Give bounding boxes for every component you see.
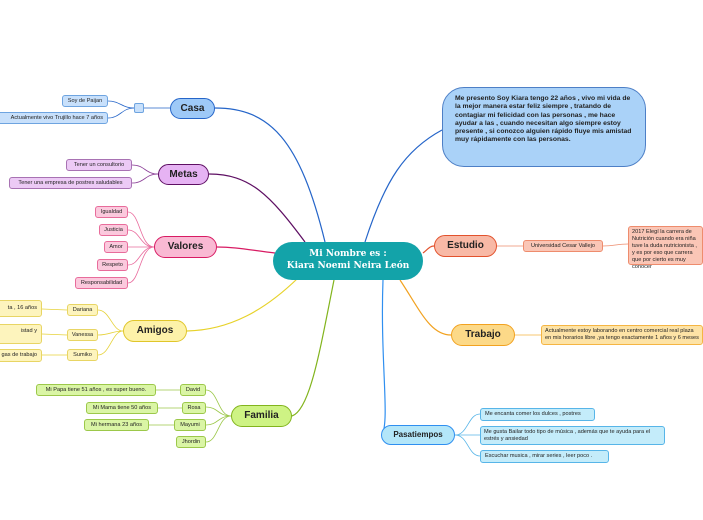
amigos-name-3-label: Sumiko bbox=[73, 351, 92, 358]
valores-item-4-label: Respeto bbox=[102, 261, 123, 268]
familia-name-3-label: Mayumi bbox=[180, 421, 200, 428]
topic-amigos[interactable]: Amigos bbox=[123, 320, 187, 342]
valores-item-5[interactable]: Responsabilidad bbox=[75, 277, 128, 289]
valores-item-3-label: Amor bbox=[109, 243, 123, 250]
link-estudio bbox=[422, 245, 435, 254]
familia-name-1[interactable]: David bbox=[180, 384, 206, 396]
pasatiempos-item-2[interactable]: Me gusta Bailar todo tipo de música , ad… bbox=[480, 426, 665, 445]
link-casa bbox=[214, 107, 326, 243]
link-bio bbox=[364, 129, 443, 243]
link-familia bbox=[291, 279, 335, 417]
casa-item-1-label: Soy de Paijan bbox=[67, 97, 103, 104]
familia-detail-3[interactable]: Mi hermana 23 años bbox=[84, 419, 149, 431]
trabajo-detail-label: Actualmente estoy laborando en centro co… bbox=[545, 328, 699, 341]
amigos-name-2[interactable]: Vanessa bbox=[67, 329, 98, 341]
familia-name-3[interactable]: Mayumi bbox=[174, 419, 206, 431]
central-topic[interactable]: Mi Nombre es : Kiara Noemi Neira León bbox=[273, 242, 423, 280]
amigos-name-1[interactable]: Dariana bbox=[67, 304, 98, 316]
amigos-detail-2-label: istad y bbox=[20, 328, 37, 334]
amigos-name-1-label: Dariana bbox=[72, 306, 93, 313]
trabajo-detail[interactable]: Actualmente estoy laborando en centro co… bbox=[541, 325, 703, 345]
topic-metas[interactable]: Metas bbox=[158, 164, 209, 185]
valores-item-3[interactable]: Amor bbox=[104, 241, 128, 253]
topic-trabajo-label: Trabajo bbox=[465, 329, 501, 341]
link-valores bbox=[216, 246, 276, 254]
valores-item-5-label: Responsabilidad bbox=[80, 279, 123, 286]
familia-detail-2-label: Mi Mama tiene 50 años bbox=[92, 404, 152, 411]
casa-item-2-label: Actualmente vivo Trujillo hace 7 años bbox=[10, 114, 103, 121]
topic-familia[interactable]: Familia bbox=[231, 405, 292, 427]
casa-item-1[interactable]: Soy de Paijan bbox=[62, 95, 108, 107]
topic-estudio[interactable]: Estudio bbox=[434, 235, 497, 257]
valores-item-2-label: Justicia bbox=[104, 226, 123, 233]
topic-casa[interactable]: Casa bbox=[170, 98, 215, 119]
pasatiempos-item-3[interactable]: Escuchar musica , mirar series , leer po… bbox=[480, 450, 609, 463]
familia-name-2[interactable]: Rosa bbox=[182, 402, 206, 414]
link-metas bbox=[208, 173, 306, 243]
pasatiempos-item-1[interactable]: Me encanta comer los dulces , postres bbox=[480, 408, 595, 421]
amigos-detail-1[interactable]: ta , 16 años bbox=[0, 300, 42, 317]
estudio-university-label: Universidad Cesar Vallejo bbox=[531, 242, 595, 249]
topic-valores[interactable]: Valores bbox=[154, 236, 217, 258]
topic-valores-label: Valores bbox=[167, 241, 204, 253]
valores-item-4[interactable]: Respeto bbox=[97, 259, 128, 271]
topic-casa-label: Casa bbox=[180, 102, 205, 114]
pasatiempos-item-3-label: Escuchar musica , mirar series , leer po… bbox=[485, 453, 593, 460]
bio-text: Me presento Soy Kiara tengo 22 años , vi… bbox=[455, 95, 632, 144]
link-trabajo bbox=[399, 279, 452, 336]
familia-detail-2[interactable]: Mi Mama tiene 50 años bbox=[86, 402, 158, 414]
amigos-detail-1-label: ta , 16 años bbox=[7, 305, 37, 312]
amigos-name-2-label: Vanessa bbox=[71, 331, 94, 338]
casa-item-2[interactable]: Actualmente vivo Trujillo hace 7 años bbox=[0, 112, 108, 124]
metas-item-2-label: Tener una empresa de postres saludables bbox=[18, 179, 123, 186]
valores-item-1-label: Igualdad bbox=[100, 208, 123, 215]
familia-name-4[interactable]: Jhordin bbox=[176, 436, 206, 448]
valores-item-1[interactable]: Igualdad bbox=[95, 206, 128, 218]
topic-amigos-label: Amigos bbox=[136, 325, 174, 337]
amigos-detail-3-label: gas de trabajo bbox=[1, 352, 37, 359]
amigos-detail-2[interactable]: istad y bbox=[0, 324, 42, 344]
familia-detail-3-label: Mi hermana 23 años bbox=[91, 421, 142, 428]
link-amigos bbox=[186, 277, 299, 332]
pasatiempos-item-1-label: Me encanta comer los dulces , postres bbox=[485, 411, 581, 418]
topic-estudio-label: Estudio bbox=[447, 240, 484, 252]
bio-topic[interactable]: Me presento Soy Kiara tengo 22 años , vi… bbox=[442, 87, 646, 167]
metas-item-1[interactable]: Tener un consultorio bbox=[66, 159, 132, 171]
topic-familia-label: Familia bbox=[244, 410, 279, 422]
estudio-university[interactable]: Universidad Cesar Vallejo bbox=[523, 240, 603, 252]
topic-pasatiempos-label: Pasatiempos bbox=[393, 430, 443, 440]
topic-pasatiempos[interactable]: Pasatiempos bbox=[381, 425, 455, 445]
familia-detail-1[interactable]: Mi Papa tiene 51 años , es super bueno. bbox=[36, 384, 156, 396]
estudio-detail-label: 2017 Elegí la carrera de Nutrición cuand… bbox=[632, 229, 697, 270]
pasatiempos-item-2-label: Me gusta Bailar todo tipo de música , ad… bbox=[484, 428, 651, 442]
topic-trabajo[interactable]: Trabajo bbox=[451, 324, 515, 346]
valores-item-2[interactable]: Justicia bbox=[99, 224, 128, 236]
central-line-1: Mi Nombre es : bbox=[309, 249, 387, 260]
link-pasatiempos bbox=[381, 279, 386, 436]
amigos-name-3[interactable]: Sumiko bbox=[67, 349, 98, 361]
estudio-detail[interactable]: 2017 Elegí la carrera de Nutrición cuand… bbox=[628, 226, 703, 270]
casa-collapsed-node[interactable] bbox=[134, 103, 144, 113]
topic-metas-label: Metas bbox=[169, 168, 198, 180]
metas-item-2[interactable]: Tener una empresa de postres saludables bbox=[9, 177, 132, 189]
familia-name-4-label: Jhordin bbox=[181, 438, 201, 445]
central-line-2: Kiara Noemi Neira León bbox=[286, 261, 410, 271]
familia-name-2-label: Rosa bbox=[187, 404, 201, 411]
familia-name-1-label: David bbox=[185, 386, 201, 393]
familia-detail-1-label: Mi Papa tiene 51 años , es super bueno. bbox=[45, 386, 147, 393]
amigos-detail-3[interactable]: gas de trabajo bbox=[0, 349, 42, 362]
metas-item-1-label: Tener un consultorio bbox=[73, 161, 125, 168]
